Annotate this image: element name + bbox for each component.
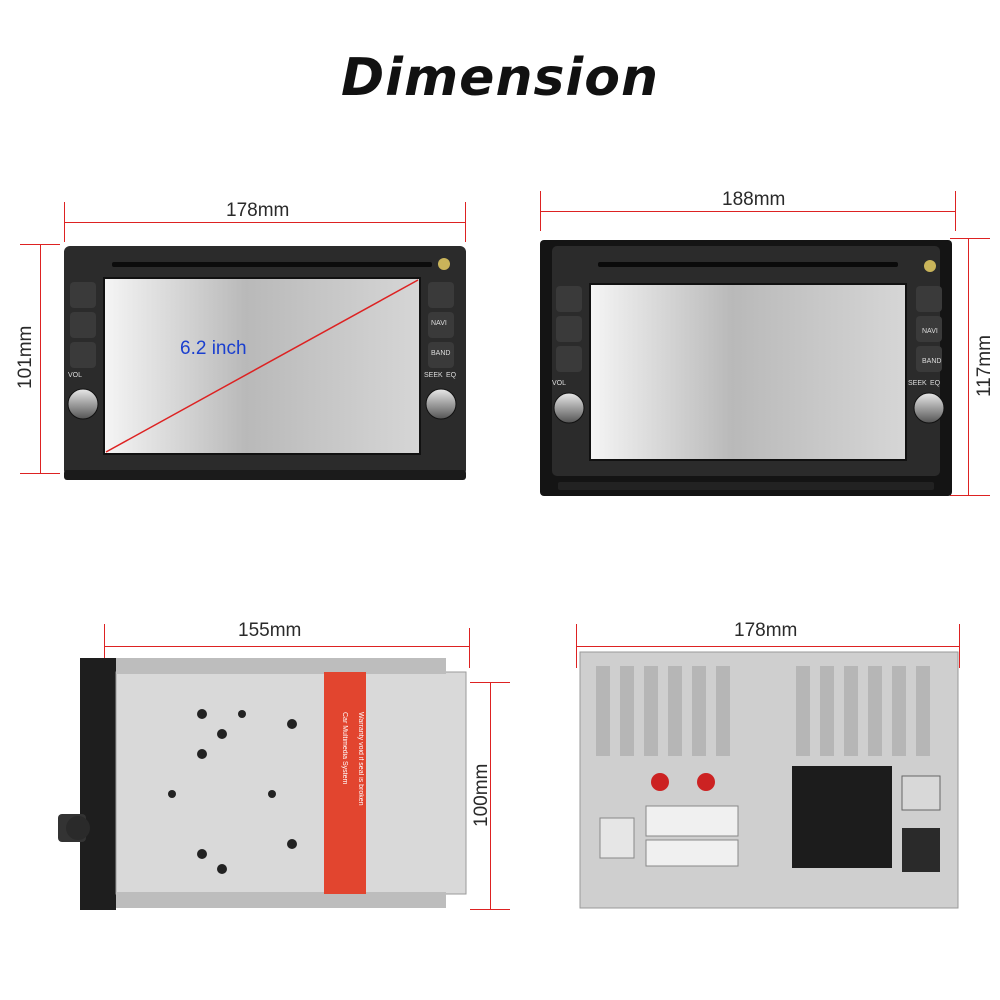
front-navi-button: NAVI bbox=[431, 320, 447, 327]
rear-unit-drawing bbox=[579, 651, 959, 909]
front-vol-label: VOL bbox=[68, 372, 83, 379]
side-sticker-line-2: Warranty void if seal is broken bbox=[357, 712, 364, 806]
frame-unit-drawing bbox=[540, 240, 952, 496]
rear-width-line bbox=[576, 646, 960, 647]
side-sticker-line-1: Car Multimedia System bbox=[341, 712, 348, 785]
frame-seek-label: SEEK bbox=[908, 380, 927, 387]
side-depth-label: 155mm bbox=[238, 620, 302, 641]
side-height-line bbox=[490, 682, 491, 910]
front-height-label: 101mm bbox=[15, 325, 36, 389]
front-width-label: 178mm bbox=[226, 200, 290, 221]
front-width-line bbox=[64, 222, 466, 223]
front-unit-drawing bbox=[64, 246, 466, 480]
screen-size-label: 6.2 inch bbox=[180, 338, 247, 359]
side-height-label: 100mm bbox=[471, 763, 492, 827]
front-band-button: BAND bbox=[431, 350, 451, 357]
frame-width-label: 188mm bbox=[722, 189, 786, 210]
frame-vol-label: VOL bbox=[552, 380, 567, 387]
side-depth-line bbox=[104, 646, 470, 647]
front-height-line bbox=[40, 244, 41, 474]
frame-eq-label: EQ bbox=[930, 380, 941, 387]
frame-height-label: 117mm bbox=[974, 335, 995, 397]
frame-band-button: BAND bbox=[922, 358, 942, 365]
frame-height-line bbox=[968, 238, 969, 496]
front-eq-label: EQ bbox=[446, 372, 457, 379]
page-title: Dimension bbox=[341, 48, 659, 108]
side-unit-drawing bbox=[58, 658, 467, 910]
frame-width-line bbox=[540, 211, 956, 212]
frame-navi-button: NAVI bbox=[922, 328, 938, 335]
rear-width-label: 178mm bbox=[734, 620, 798, 641]
front-seek-label: SEEK bbox=[424, 372, 443, 379]
